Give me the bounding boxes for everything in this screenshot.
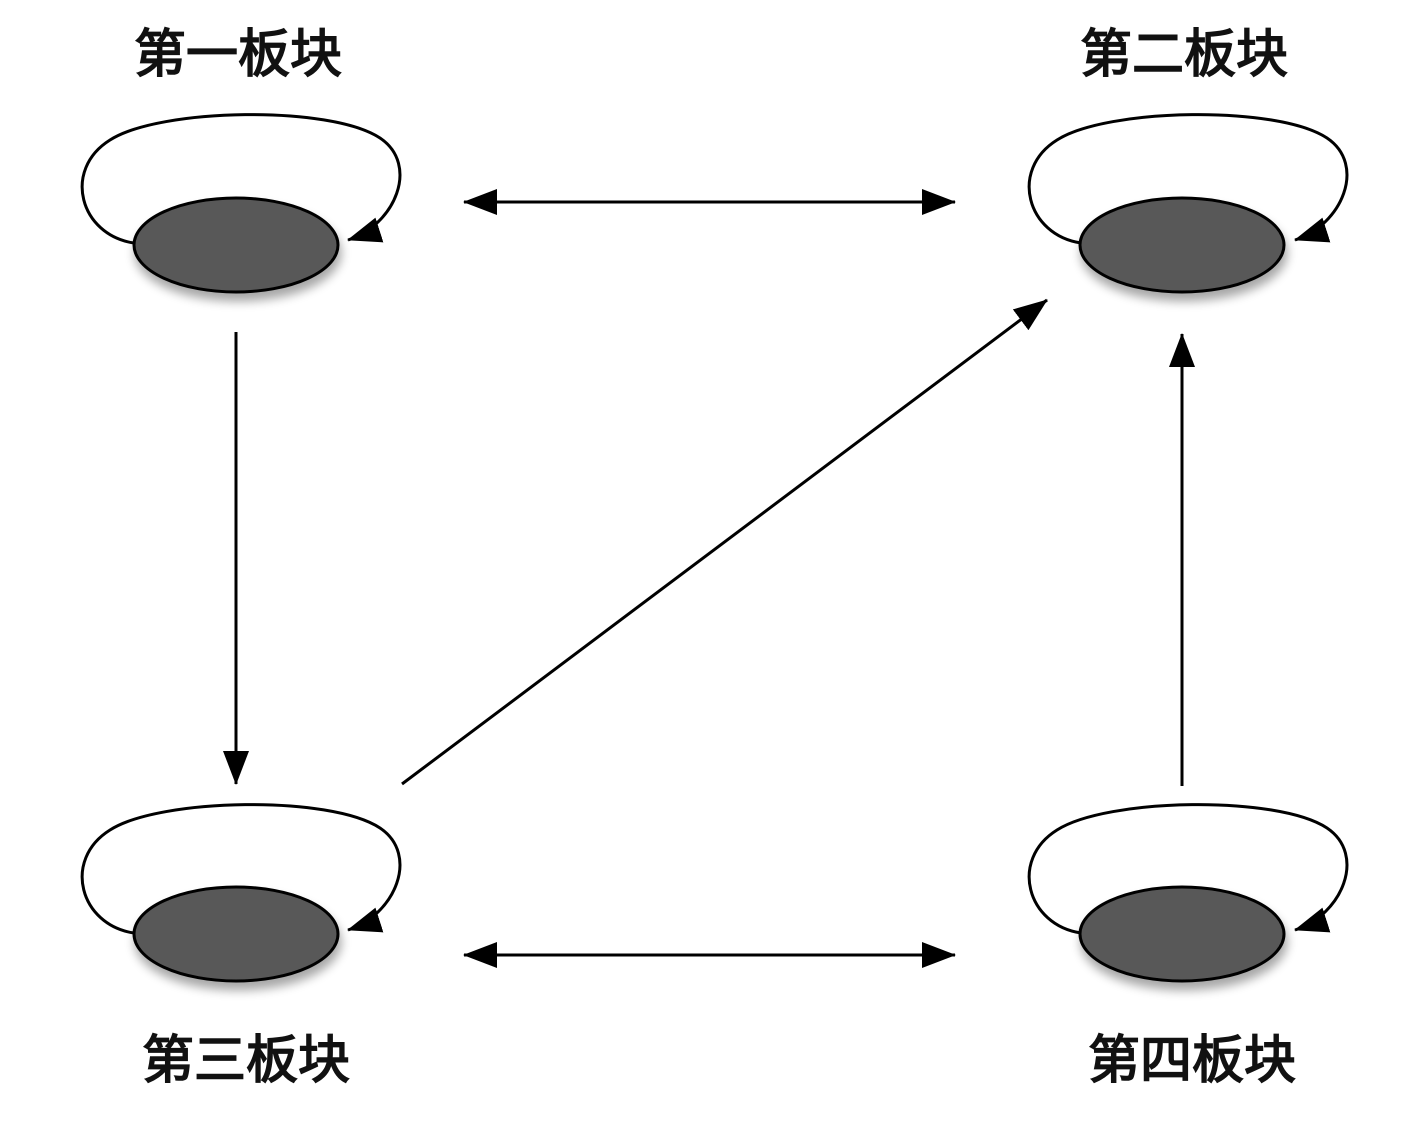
block4-label: 第四板块 xyxy=(1088,1030,1296,1091)
block3-node xyxy=(80,803,402,983)
block1-label: 第一板块 xyxy=(134,24,342,85)
block2-self-loop xyxy=(1027,113,1349,245)
block2-node xyxy=(1027,113,1349,294)
block2-disc xyxy=(1078,196,1286,294)
block2-label: 第二板块 xyxy=(1080,24,1288,85)
block3-disc xyxy=(132,885,340,983)
block1-disc xyxy=(132,196,340,294)
block1-self-loop xyxy=(80,113,402,245)
edge-block3-block2 xyxy=(401,298,1048,786)
block4-node xyxy=(1027,803,1349,983)
block4-disc xyxy=(1078,885,1286,983)
block1-node xyxy=(80,113,402,294)
block4-self-loop xyxy=(1027,803,1349,935)
block3-label: 第三板块 xyxy=(142,1030,350,1091)
block3-self-loop xyxy=(80,803,402,935)
